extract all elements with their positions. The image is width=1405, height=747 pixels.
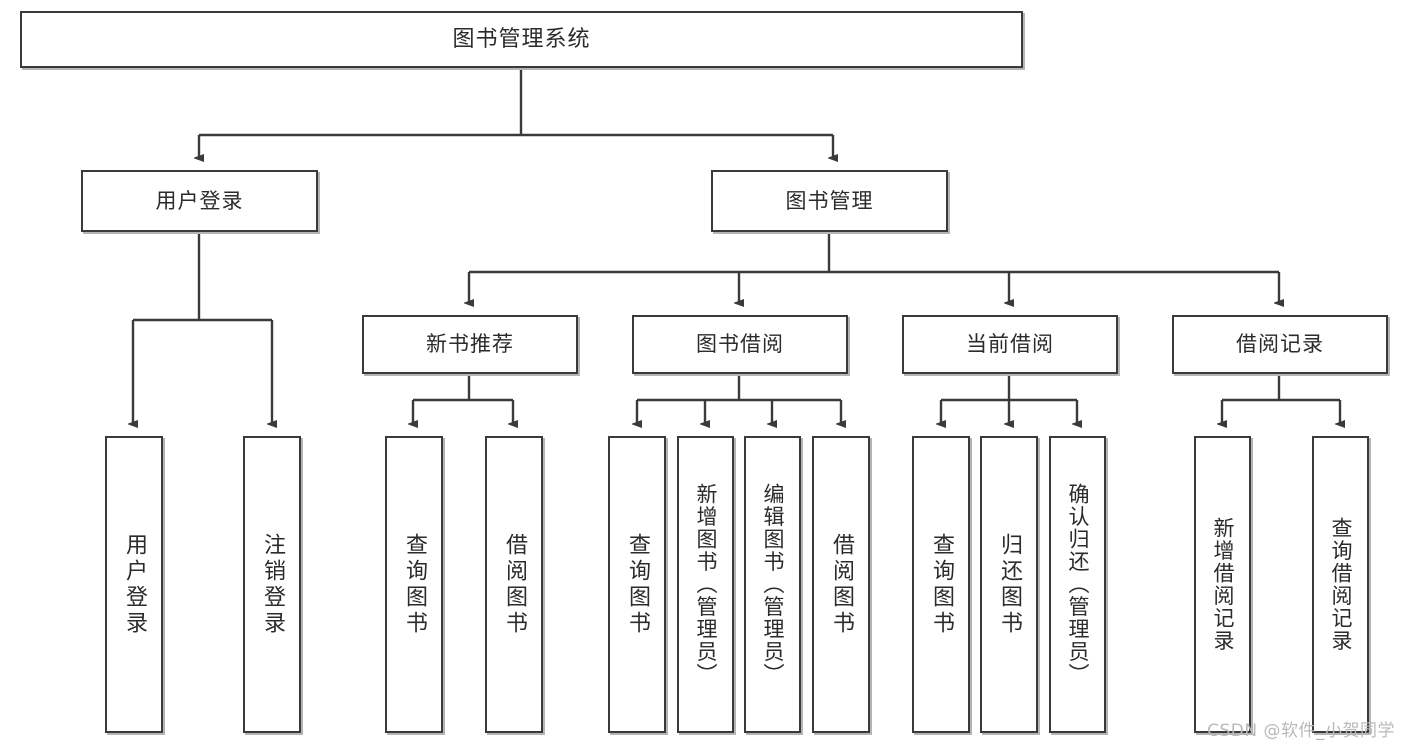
leaf-book-borrow-edit-admin[interactable]: 编辑图书（管理员）	[744, 436, 801, 733]
node-root-book-management-system[interactable]: 图书管理系统	[20, 11, 1023, 68]
node-label: 图书管理	[785, 188, 874, 213]
leaf-current-borrow-return[interactable]: 归还图书	[980, 436, 1038, 733]
node-label: 新增借阅记录	[1211, 517, 1235, 652]
node-label: 图书管理系统	[452, 26, 591, 52]
node-borrow-record[interactable]: 借阅记录	[1172, 315, 1388, 374]
node-label: 新增图书（管理员）	[694, 483, 718, 686]
node-label: 借阅图书	[829, 532, 854, 637]
node-label: 用户登录	[155, 188, 244, 213]
node-label: 当前借阅	[966, 332, 1054, 357]
node-label: 编辑图书（管理员）	[761, 483, 785, 686]
leaf-current-borrow-confirm-return-admin[interactable]: 确认归还（管理员）	[1049, 436, 1106, 733]
leaf-book-borrow-query[interactable]: 查询图书	[608, 436, 666, 733]
node-label: 查询图书	[625, 532, 650, 637]
csdn-watermark: CSDN @软件_小贺同学	[1207, 721, 1395, 741]
leaf-new-book-borrow[interactable]: 借阅图书	[485, 436, 543, 733]
node-current-borrow[interactable]: 当前借阅	[902, 315, 1118, 374]
node-label: 查询借阅记录	[1329, 517, 1353, 652]
node-label: 用户登录	[122, 532, 147, 637]
leaf-user-login-login[interactable]: 用户登录	[105, 436, 163, 733]
node-book-borrow[interactable]: 图书借阅	[632, 315, 848, 374]
node-new-book-recommend[interactable]: 新书推荐	[362, 315, 578, 374]
node-label: 借阅图书	[502, 532, 527, 637]
leaf-user-login-logout[interactable]: 注销登录	[243, 436, 301, 733]
leaf-borrow-record-add[interactable]: 新增借阅记录	[1194, 436, 1251, 733]
node-label: 查询图书	[929, 532, 954, 637]
leaf-current-borrow-query[interactable]: 查询图书	[912, 436, 970, 733]
node-user-login[interactable]: 用户登录	[81, 170, 318, 232]
node-label: 图书借阅	[696, 332, 784, 357]
node-book-management[interactable]: 图书管理	[711, 170, 948, 232]
node-label: 新书推荐	[426, 332, 514, 357]
leaf-new-book-query[interactable]: 查询图书	[385, 436, 443, 733]
node-label: 归还图书	[997, 532, 1022, 637]
node-label: 借阅记录	[1236, 332, 1324, 357]
node-label: 查询图书	[402, 532, 427, 637]
leaf-borrow-record-query[interactable]: 查询借阅记录	[1312, 436, 1369, 733]
leaf-book-borrow-borrow[interactable]: 借阅图书	[812, 436, 870, 733]
node-label: 注销登录	[260, 532, 285, 637]
node-label: 确认归还（管理员）	[1066, 483, 1090, 686]
leaf-book-borrow-add-admin[interactable]: 新增图书（管理员）	[677, 436, 734, 733]
